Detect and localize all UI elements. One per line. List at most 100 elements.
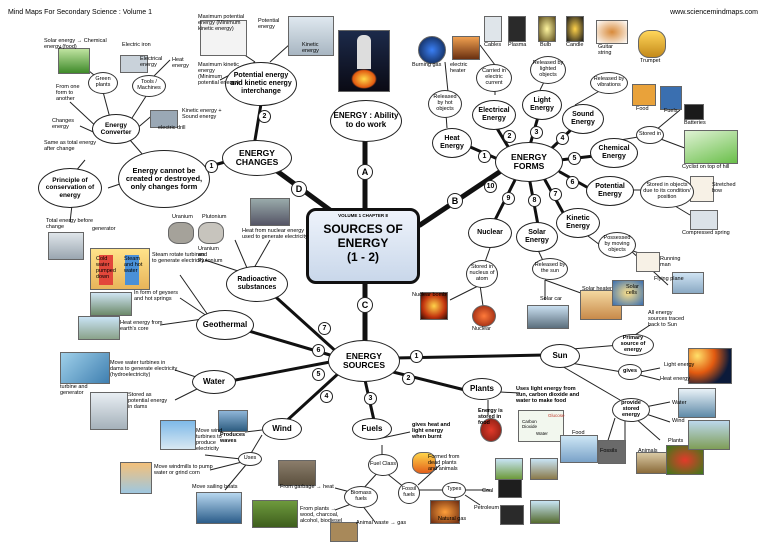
water-node: Water — [192, 370, 236, 394]
provide-stored-node: provide stored energy — [612, 398, 650, 422]
types-node: Types — [442, 482, 466, 498]
chemical-energy-node: Chemical Energy — [590, 138, 638, 168]
heat-energy-text: Heat energy — [172, 57, 189, 70]
stored-nucleus-node: Stored in nucleus of atom — [466, 260, 498, 288]
candle-label: Candle — [566, 42, 584, 48]
plants-label: Plants — [668, 438, 684, 444]
all-energy-text: All energy sources traced back to Sun — [648, 310, 685, 329]
cold-water-label: Cold water pumped down — [96, 256, 116, 281]
animals-label: Animals — [638, 448, 658, 454]
plutonium-picture — [198, 222, 224, 244]
fossil-node: Fossil fuels — [398, 482, 420, 504]
atom-picture — [472, 305, 496, 327]
geothermal-diagram-picture — [90, 248, 150, 290]
heat-nuclear-text: Heat from nuclear energy used to generat… — [242, 228, 308, 241]
drill-picture — [150, 110, 178, 128]
sun-picture — [688, 348, 732, 384]
fuels-label: Fuels — [664, 108, 678, 114]
uses-light-text: Uses light energy from sun, carbon dioxi… — [516, 386, 580, 405]
carried-current-node: Carried in electric current — [476, 64, 512, 92]
move-turbines-text: Move water turbines in dams to generate … — [110, 360, 178, 379]
nuclear-plant-picture — [250, 198, 290, 226]
branch-letter-b: B — [447, 193, 463, 209]
sun-rays-picture — [560, 435, 598, 463]
radioactive-node: Radioactive substances — [226, 266, 288, 302]
move-windmills-text: Move windmills to pump water or grind co… — [154, 464, 213, 477]
petroleum-picture — [500, 505, 524, 525]
header-left: Mind Maps For Secondary Science : Volume… — [8, 9, 152, 16]
running-man-picture — [636, 252, 660, 272]
cables-picture — [484, 16, 502, 42]
fossil-formation-2 — [530, 458, 558, 480]
compressed-spring-label: Compressed spring — [682, 230, 730, 236]
trumpet-picture — [638, 30, 666, 58]
sailing-boat-picture — [196, 492, 242, 524]
plasma-label: Plasma — [508, 42, 527, 48]
uranium-label: Uranium — [172, 214, 193, 220]
energy-converter-node: Energy Converter — [92, 114, 140, 144]
generator-label: generator — [92, 226, 116, 232]
badge-7-sources: 7 — [318, 322, 331, 335]
kinetic-energy-node: Kinetic Energy — [556, 208, 600, 238]
nuclear-bomb-label: Nuclear bomb — [412, 292, 447, 298]
changes-energy-text: Changes energy — [52, 118, 75, 131]
photosynthesis-food-label: Food — [572, 430, 585, 436]
potential-energy-node: Potential Energy — [586, 176, 634, 206]
coal-label: Coal — [482, 488, 494, 494]
sound-energy-node: Sound Energy — [562, 104, 604, 134]
carbon-dioxide-label: Carbon Dioxide — [522, 419, 538, 429]
natural-gas-picture — [430, 500, 460, 524]
sun-node: Sun — [540, 344, 580, 368]
nuclear-label: Nuclear — [472, 326, 491, 332]
space-shuttle-picture — [338, 30, 390, 92]
light-energy-node: Light Energy — [522, 90, 562, 120]
primary-source-node: Primary source of energy — [612, 334, 654, 356]
electric-drill-text: electric drill — [158, 125, 186, 131]
water-label: Water — [672, 400, 687, 406]
gives-node: gives — [618, 364, 642, 380]
stretched-bow-label: Stretched bow — [712, 182, 736, 195]
solar-energy-node: Solar Energy — [516, 222, 558, 252]
trumpet-label: Trumpet — [640, 58, 661, 64]
cables-label: Cables — [484, 42, 502, 48]
badge-3-sources: 3 — [364, 392, 377, 405]
candle-picture — [566, 16, 584, 42]
kinetic-energy-text: Kinetic energy — [302, 42, 319, 55]
running-man-label: Running man — [660, 256, 681, 269]
fossil-formation-1 — [495, 458, 523, 480]
principle-node: Principle of conservation of energy — [38, 168, 102, 208]
from-plants-text: From plants → wood, charcoal, alcohol, b… — [300, 506, 343, 525]
badge-5-sources: 5 — [312, 368, 325, 381]
plutonium-label: Plutonium — [202, 214, 227, 220]
move-sailing-text: Move sailing boats — [192, 484, 238, 490]
steam-hot-label: Steam and hot water — [124, 256, 143, 275]
guitar-picture — [596, 20, 628, 44]
uranium-picture — [168, 222, 194, 244]
cyclist-label: Cyclist on top of hill — [682, 164, 730, 170]
wind-turbines-picture — [160, 420, 196, 450]
wind-node: Wind — [262, 418, 302, 440]
badge-6-sources: 6 — [312, 344, 325, 357]
geysers-picture — [90, 292, 132, 316]
bow-picture — [690, 176, 714, 202]
dam-turbine-picture — [60, 352, 110, 384]
light-energy-label: Light energy — [664, 362, 695, 368]
badge-9-forms: 9 — [502, 192, 515, 205]
wind-turbine-field-picture — [688, 420, 730, 450]
earth-core-picture — [78, 316, 120, 340]
branch-letter-c: C — [357, 297, 373, 313]
gives-heat-text: gives heat and light energy when burnt — [412, 422, 451, 441]
garbage-picture — [278, 460, 316, 486]
batteries-label: Batteries — [684, 120, 706, 126]
center-chapter: VOLUME 1 CHAPTER 8 — [338, 213, 388, 218]
branch-letter-d: D — [291, 181, 307, 197]
batteries-picture — [684, 104, 704, 120]
nuclear-bomb-picture — [420, 292, 448, 320]
center-title: SOURCES OF ENERGY — [323, 222, 403, 250]
windmill-picture — [120, 462, 152, 494]
electrical-energy-text: Electrical energy — [140, 56, 163, 69]
potential-energy-text: Potential energy — [258, 18, 280, 31]
roller-picture — [288, 16, 334, 56]
iron-picture — [120, 55, 148, 73]
move-wind-turbines-text: Move wind turbines to produce electricit… — [196, 428, 223, 453]
